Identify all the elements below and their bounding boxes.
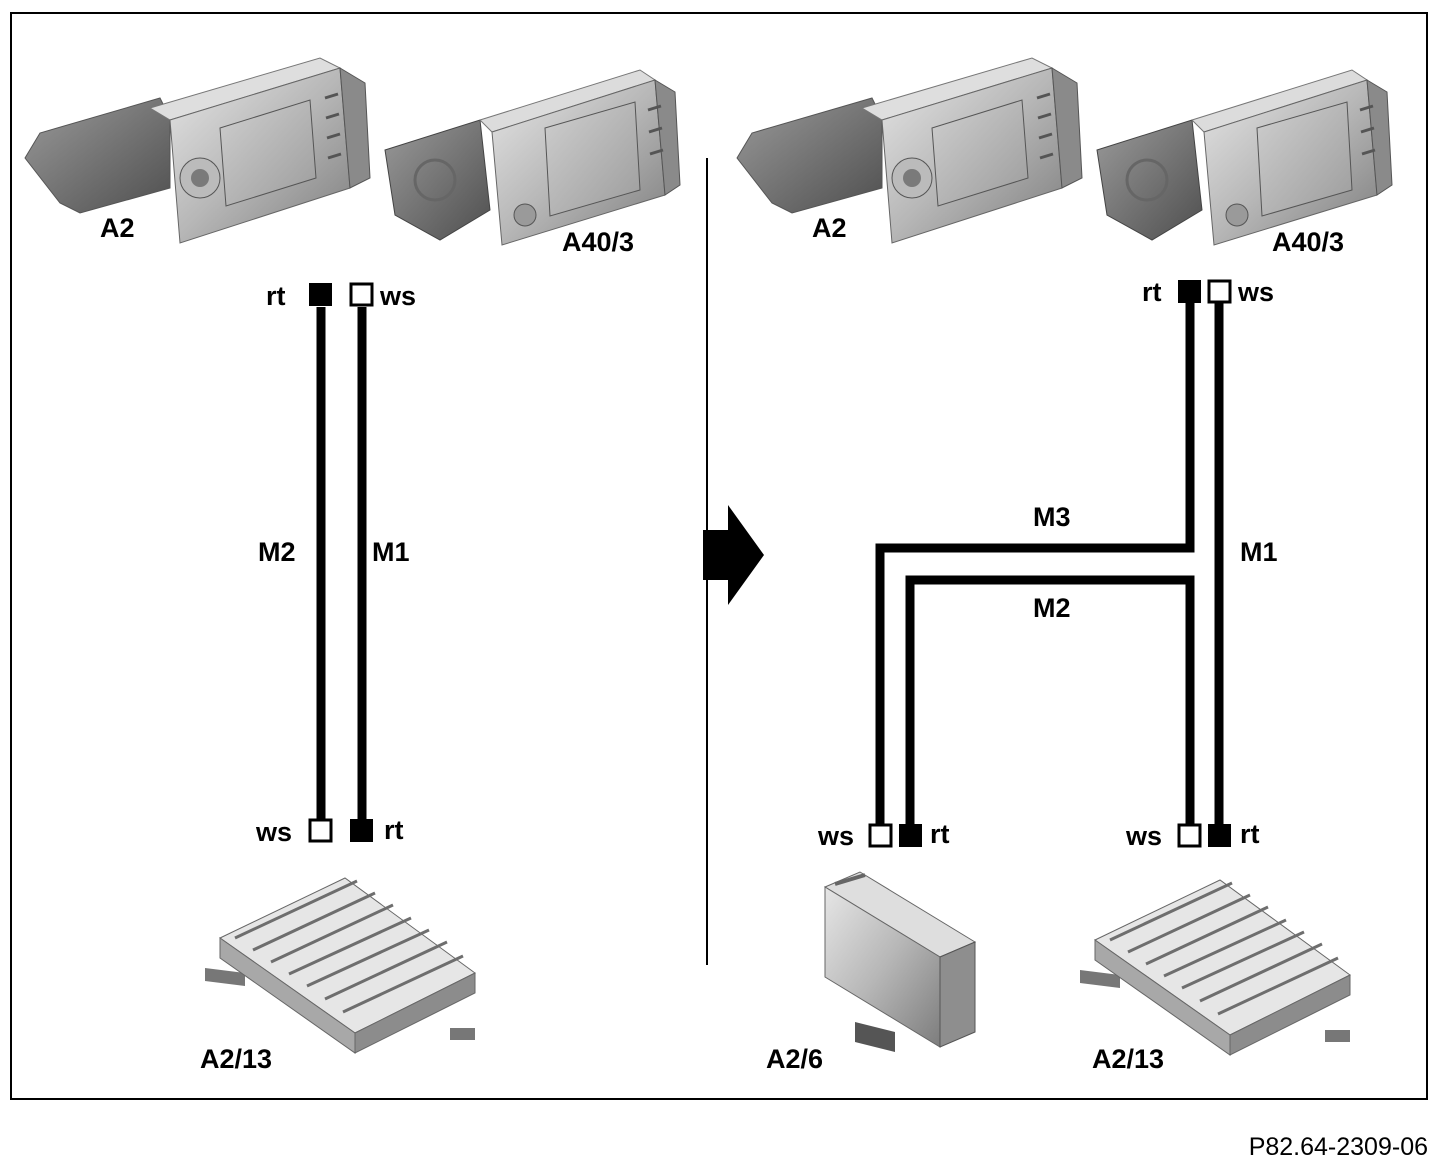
connector-empty	[308, 818, 333, 843]
module-box-icon	[823, 870, 977, 1054]
pin-label: ws	[379, 281, 416, 311]
pin-label: rt	[930, 819, 950, 849]
wire-m3-right	[875, 302, 1195, 825]
pin-label: rt	[266, 281, 286, 311]
pin-label: ws	[1237, 277, 1274, 307]
line-label-m1: M1	[372, 537, 410, 567]
pin-label: rt	[1142, 277, 1162, 307]
transition-arrow-icon	[703, 505, 764, 605]
connector-filled	[899, 824, 922, 847]
line-label-m2: M2	[258, 537, 296, 567]
amplifier-icon	[1078, 878, 1352, 1057]
left-a40-3-label: A40/3	[562, 227, 634, 257]
pin-label: ws	[255, 817, 292, 847]
connector-empty	[1177, 823, 1202, 848]
right-a2-13-label: A2/13	[1092, 1044, 1164, 1074]
amplifier-icon	[203, 876, 477, 1055]
connector-empty	[349, 282, 374, 307]
left-a2-13-label: A2/13	[200, 1044, 272, 1074]
navigation-unit-icon	[1095, 68, 1394, 247]
wire-m2-right	[905, 575, 1195, 825]
navigation-unit-icon	[383, 68, 682, 247]
line-label-m2: M2	[1033, 593, 1071, 623]
left-a2-label: A2	[100, 213, 135, 243]
reference-number: P82.64-2309-06	[1248, 1133, 1428, 1161]
diagram-frame	[10, 12, 1428, 1100]
head-unit-icon	[735, 56, 1084, 245]
connector-filled	[350, 819, 373, 842]
connector-empty	[868, 823, 893, 848]
connector-filled	[1178, 280, 1201, 303]
line-label-m1: M1	[1240, 537, 1278, 567]
pin-label: rt	[384, 815, 404, 845]
right-a40-3-label: A40/3	[1272, 227, 1344, 257]
connector-empty	[1207, 279, 1232, 304]
connector-filled	[309, 283, 332, 306]
pin-label: ws	[817, 821, 854, 851]
pin-label: ws	[1125, 821, 1162, 851]
line-label-m3: M3	[1033, 502, 1071, 532]
head-unit-icon	[23, 56, 372, 245]
connector-filled	[1208, 824, 1231, 847]
pin-label: rt	[1240, 819, 1260, 849]
right-a2-label: A2	[812, 213, 847, 243]
right-a2-6-label: A2/6	[766, 1044, 823, 1074]
